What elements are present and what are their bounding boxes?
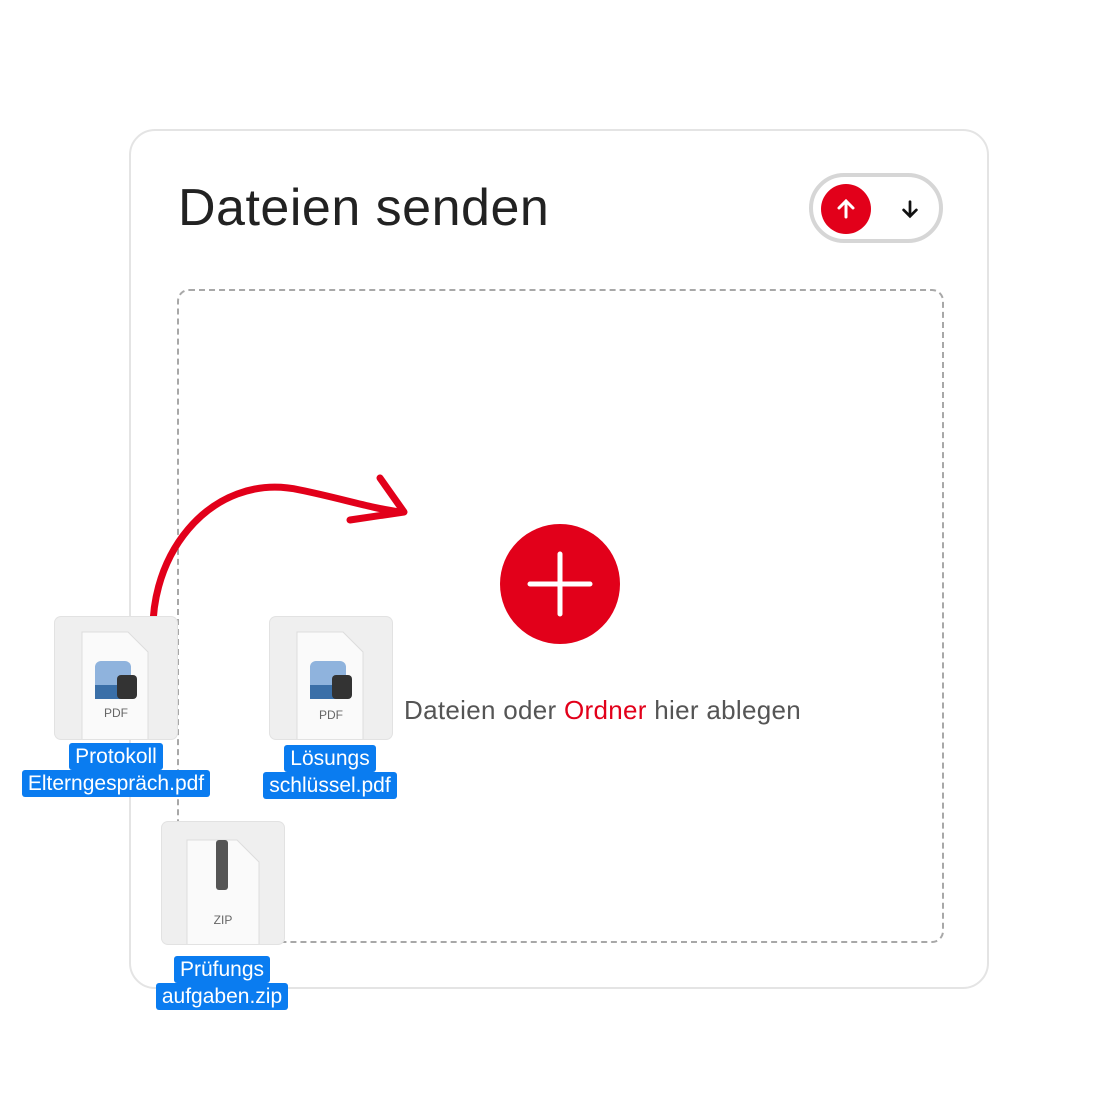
add-files-button[interactable] [500,524,620,644]
zip-file-icon: ZIP [186,839,260,951]
file-name-line2: aufgaben.zip [155,983,289,1010]
file-name-line1: Protokoll [69,743,163,770]
drop-hint-text-end: hier ablegen [646,695,801,725]
page-title: Dateien senden [178,179,550,237]
file-thumbnail[interactable]: ZIP [162,822,284,951]
file-name-label[interactable]: Lösungs schlüssel.pdf [230,745,430,799]
file-thumbnail[interactable]: PDF [55,617,177,745]
file-name-line2: Elterngespräch.pdf [21,770,211,797]
plus-icon [527,551,593,617]
download-button[interactable] [885,184,935,234]
file-name-label[interactable]: Prüfungs aufgaben.zip [122,956,322,1010]
file-name-line1: Prüfungs [173,956,271,983]
pdf-file-icon: PDF [81,631,149,745]
pdf-file-icon: PDF [296,631,364,745]
file-type-label: ZIP [214,913,233,927]
arrow-up-icon [837,198,855,219]
file-name-line2: schlüssel.pdf [263,772,397,799]
drop-hint-text: Dateien oder [404,695,565,725]
file-type-label: PDF [319,708,343,722]
folder-link[interactable]: Ordner [564,695,647,725]
file-thumbnail[interactable]: PDF [270,617,392,745]
drop-hint: Dateien oder Ordner hier ablegen [404,695,801,726]
upload-button[interactable] [821,184,871,234]
arrow-down-icon [902,200,918,219]
file-type-label: PDF [104,706,128,720]
direction-toggle[interactable] [809,173,943,243]
file-name-line1: Lösungs [284,745,376,772]
drop-zone[interactable] [177,289,944,943]
file-name-label[interactable]: Protokoll Elterngespräch.pdf [0,743,232,797]
